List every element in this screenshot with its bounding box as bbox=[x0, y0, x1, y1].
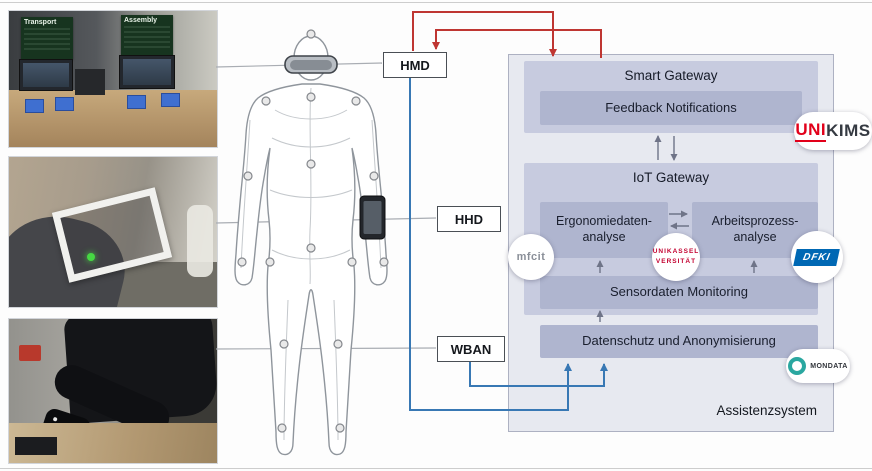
arbeitsprozess-analyse-box: Arbeitsprozess- analyse bbox=[692, 202, 818, 258]
body-contour-line bbox=[271, 137, 351, 148]
connector-photo1-hmd bbox=[215, 62, 383, 68]
iot-gateway-box: IoT Gateway Ergonomiedaten- analyse Arbe… bbox=[524, 163, 818, 315]
blue-bin bbox=[127, 95, 146, 109]
body-contour-line bbox=[309, 87, 312, 285]
sensor-dot-left-knee bbox=[279, 339, 289, 349]
body-outline bbox=[234, 83, 388, 456]
mondata-logo: MONDATA bbox=[786, 349, 850, 383]
photo-wrist-device bbox=[8, 156, 218, 308]
blue-bin bbox=[25, 99, 44, 113]
arrow-hmd-to-smart-gateway bbox=[412, 11, 557, 57]
workstation-monitor bbox=[119, 55, 175, 89]
sensor-dot-chest bbox=[306, 159, 316, 169]
blue-bin bbox=[55, 97, 74, 111]
assistenzsystem-label: Assistenzsystem bbox=[716, 403, 817, 418]
uni-kassel-line2: VERSITÄT bbox=[655, 258, 697, 265]
feedback-notifications-box: Feedback Notifications bbox=[540, 91, 802, 125]
sign-transport-lines bbox=[24, 28, 70, 50]
hhd-label-box: HHD bbox=[437, 206, 501, 232]
sign-assembly-lines bbox=[124, 26, 170, 48]
connector-photo2-hhd bbox=[215, 217, 437, 224]
hmd-label-box: HMD bbox=[383, 52, 447, 78]
sensor-dot-right-hip bbox=[347, 257, 357, 267]
body-contour-line bbox=[240, 119, 251, 269]
blue-bin bbox=[161, 93, 180, 107]
handheld-phone-icon bbox=[359, 195, 386, 240]
body-contour-line bbox=[271, 249, 351, 260]
photo-workstations: Transport Assembly bbox=[8, 10, 218, 148]
arbeitsprozess-line2: analyse bbox=[733, 230, 777, 244]
sensor-dot-right-knee bbox=[333, 339, 343, 349]
connector-photo3-wban bbox=[215, 347, 437, 350]
mondata-ring-icon bbox=[788, 357, 807, 375]
sign-assembly-label: Assembly bbox=[124, 17, 158, 24]
uni-kassel-line1: UNIKASSEL bbox=[652, 247, 700, 255]
wban-label-box: WBAN bbox=[437, 336, 505, 362]
sensor-dot-right-elbow bbox=[369, 171, 379, 181]
dfki-logo-text: DFKI bbox=[793, 248, 841, 266]
monitor-screen bbox=[23, 63, 69, 87]
sign-transport-label: Transport bbox=[24, 19, 57, 26]
mfcit-logo: mfcit bbox=[508, 234, 554, 280]
sensor-dot-head bbox=[306, 29, 316, 39]
sign-transport: Transport bbox=[21, 17, 73, 59]
smart-gateway-box: Smart Gateway Feedback Notifications bbox=[524, 61, 818, 133]
uni-kassel-logo: UNIKASSEL VERSITÄT bbox=[652, 233, 700, 281]
status-led bbox=[87, 253, 95, 261]
dfki-logo: DFKI bbox=[791, 231, 843, 283]
sensordaten-monitoring-box: Sensordaten Monitoring bbox=[540, 276, 818, 309]
workstation-equipment bbox=[75, 69, 105, 95]
sensor-dot-sternum bbox=[306, 92, 316, 102]
mondata-logo-text: MONDATA bbox=[810, 362, 848, 370]
body-contour-line bbox=[371, 119, 382, 269]
monitor-screen bbox=[123, 59, 171, 85]
ergonomie-line2: analyse bbox=[582, 230, 626, 244]
body-contour-line bbox=[283, 299, 289, 441]
bottom-rule bbox=[0, 468, 872, 469]
body-contour-line bbox=[269, 189, 353, 198]
ergonomiedaten-analyse-box: Ergonomiedaten- analyse bbox=[540, 202, 668, 258]
photo-sensor-suit bbox=[8, 318, 218, 464]
sensor-dot-left-shoulder bbox=[261, 96, 271, 106]
sign-assembly: Assembly bbox=[121, 15, 173, 57]
mfcit-logo-text: mfcit bbox=[516, 251, 546, 263]
human-body-figure bbox=[234, 29, 389, 456]
hmd-glasses-icon bbox=[284, 55, 338, 74]
sensor-dot-left-elbow bbox=[243, 171, 253, 181]
unikims-uni-text: UNI bbox=[795, 120, 827, 142]
body-contour-line bbox=[274, 109, 348, 120]
body-head bbox=[293, 35, 329, 81]
wrist-photo-bottle bbox=[187, 205, 213, 277]
sensor-dot-pelvis bbox=[306, 243, 316, 253]
sensor-dot-right-ankle bbox=[335, 423, 345, 433]
workstation-monitor bbox=[19, 59, 73, 91]
top-rule bbox=[0, 2, 872, 3]
unikims-kims-text: KIMS bbox=[826, 121, 871, 140]
glove-marker-dot bbox=[52, 416, 58, 422]
arbeitsprozess-line1: Arbeitsprozess- bbox=[711, 214, 799, 229]
body-contour-line bbox=[333, 299, 339, 441]
table-device bbox=[15, 437, 57, 455]
ergonomie-line1: Ergonomiedaten- bbox=[556, 214, 652, 229]
iot-gateway-title: IoT Gateway bbox=[632, 170, 710, 185]
sensor-dot-left-hip bbox=[265, 257, 275, 267]
smart-gateway-title: Smart Gateway bbox=[624, 68, 718, 83]
sensor-dot-right-shoulder bbox=[351, 96, 361, 106]
sensor-dot-right-wrist bbox=[379, 257, 389, 267]
datenschutz-box: Datenschutz und Anonymisierung bbox=[540, 325, 818, 358]
red-object bbox=[19, 345, 41, 361]
sensor-dot-left-ankle bbox=[277, 423, 287, 433]
sensor-dot-left-wrist bbox=[237, 257, 247, 267]
